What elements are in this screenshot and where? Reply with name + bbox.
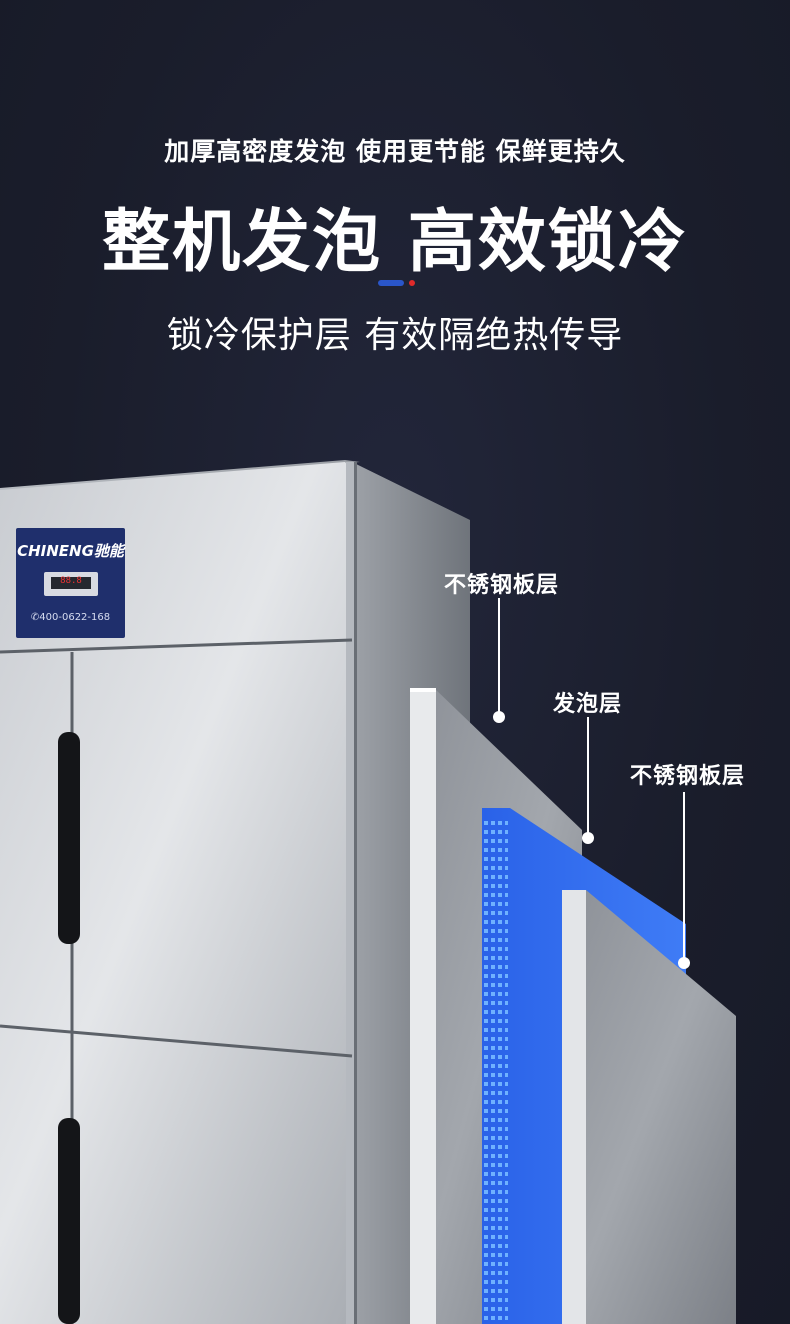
fridge-edge (346, 462, 356, 1324)
divider-blue-bar (378, 280, 404, 286)
inner-layer-label: 不锈钢板层 (630, 764, 746, 789)
inner-layer-dot (678, 957, 690, 969)
foam-layer-dot (582, 832, 594, 844)
inner-steel-layer (562, 890, 736, 1324)
seam-middle (0, 1024, 353, 1058)
outer-layer-leader (498, 598, 500, 716)
handle-lower (58, 1118, 80, 1324)
outer-layer-label: 不锈钢板层 (444, 573, 560, 598)
headline: 整机发泡 高效锁冷 (102, 203, 688, 282)
handle-upper (58, 732, 80, 944)
tagline: 锁冷保护层 有效隔绝热传导 (166, 315, 624, 356)
foam-layer-label: 发泡层 (553, 692, 623, 717)
fridge-front (0, 462, 352, 1324)
outer-layer-dot (493, 711, 505, 723)
subtitle: 加厚高密度发泡 使用更节能 保鲜更持久 (164, 137, 626, 166)
foam-layer-leader (587, 717, 589, 833)
temperature-display (51, 577, 91, 589)
phone-number: ✆400-0622-168 (30, 612, 111, 623)
divider-red-dot (409, 280, 415, 286)
brand-badge: CHINENG驰能 88.8 ✆400-0622-168 (16, 528, 125, 638)
seam-top (0, 638, 353, 654)
foam-dots (484, 818, 508, 1324)
display-digits: 88.8 (60, 576, 82, 586)
title-divider (378, 280, 418, 286)
inner-layer-leader (683, 792, 685, 958)
brand-logo: CHINENG驰能 (17, 542, 124, 560)
